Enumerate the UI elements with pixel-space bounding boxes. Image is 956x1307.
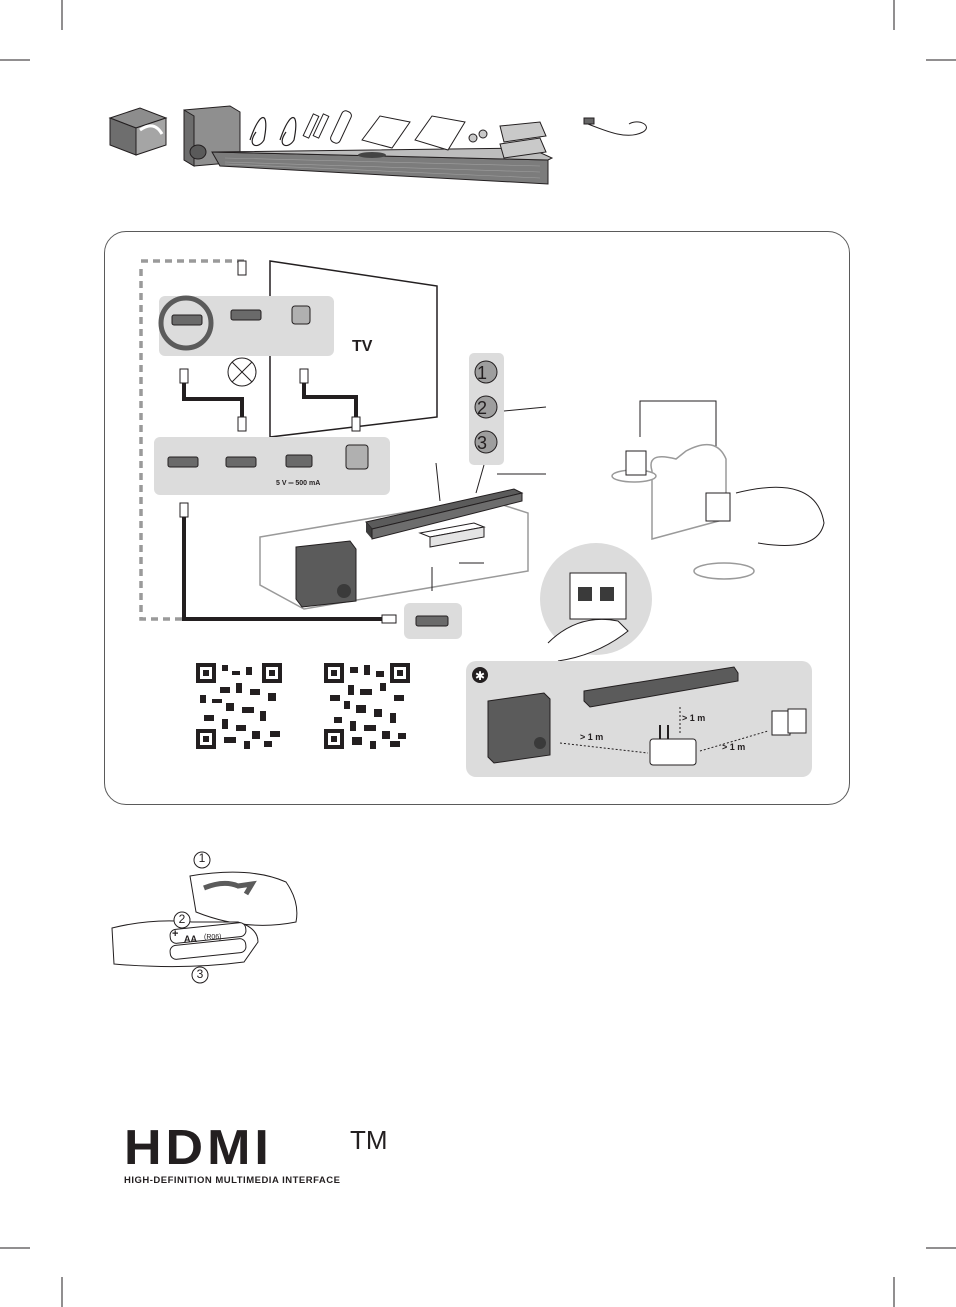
distance-sub-label: > 1 m — [580, 732, 603, 742]
soundbar-item — [212, 148, 552, 184]
hdmi-logo-tm: TM — [350, 1125, 388, 1156]
step-3-label: 3 — [476, 433, 488, 454]
remote-batteries-item — [303, 109, 353, 144]
distance-rear-label: > 1 m — [722, 742, 745, 752]
step-1-label: 1 — [476, 363, 488, 384]
hdmi-logo-word: HDMI — [124, 1123, 273, 1172]
usb-port — [286, 455, 312, 467]
usb-rating-label: 5 V ═ 500 mA — [276, 480, 320, 487]
battery-step-2: 2 — [177, 912, 187, 926]
cable-items — [250, 118, 296, 146]
distance-bar-label: > 1 m — [682, 713, 705, 723]
wifi-router-icon — [650, 739, 696, 765]
battery-model: (R06) — [204, 934, 222, 941]
battery-step-1: 1 — [197, 851, 207, 865]
svg-text:✱: ✱ — [475, 669, 485, 683]
battery-type: AA — [184, 934, 197, 944]
package-contents — [100, 100, 660, 200]
tv-label: TV — [352, 338, 372, 356]
battery-plus: + — [172, 928, 178, 940]
connection-diagram: ✱ — [104, 231, 850, 805]
qr-code-icon — [324, 663, 410, 749]
rear-speaker-right — [706, 493, 730, 521]
optical-cable-item — [584, 118, 646, 135]
box-open-icon — [110, 108, 166, 155]
manual-items — [362, 116, 465, 150]
hdmi-logo-tagline: HIGH-DEFINITION MULTIMEDIA INTERFACE — [124, 1175, 340, 1186]
battery-step-3: 3 — [195, 967, 205, 981]
battery-illustration — [108, 848, 308, 988]
step-2-label: 2 — [476, 398, 488, 419]
qr-code-icon — [196, 663, 282, 749]
rear-speaker-left — [626, 451, 646, 475]
